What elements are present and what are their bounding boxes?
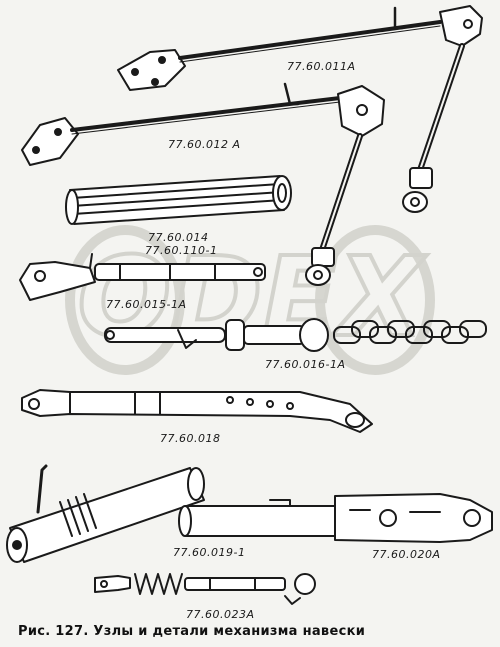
part-link-015-1a — [19, 253, 266, 301]
label-part-016-1a: 77.60.016-1А — [265, 358, 346, 371]
label-part-014: 77.60.014 — [148, 231, 209, 244]
figure-caption: Рис. 127. Узлы и детали механизма навеск… — [18, 624, 366, 639]
label-part-019-1: 77.60.019-1 — [173, 546, 246, 559]
part-brace-012a — [21, 82, 385, 286]
part-splined-shaft-014 — [65, 175, 292, 225]
watermark-ring-left — [65, 225, 185, 375]
part-spring-link-023a — [94, 573, 316, 605]
label-part-023a: 77.60.023А — [186, 608, 255, 621]
part-housing-020a — [178, 493, 493, 543]
part-brace-011a — [117, 5, 483, 213]
label-part-015-1a: 77.60.015-1А — [106, 298, 187, 311]
part-chain-016-1a — [104, 318, 487, 352]
label-part-018: 77.60.018 — [160, 432, 221, 445]
label-part-011a: 77.60.011А — [287, 60, 356, 73]
part-lower-link-018 — [21, 389, 373, 433]
watermark-ring-right — [315, 225, 435, 375]
label-part-020a: 77.60.020А — [372, 548, 441, 561]
label-part-110-1: 77.60.110-1 — [145, 244, 218, 257]
part-screw-019-1 — [6, 464, 205, 563]
label-part-012a: 77.60.012 А — [168, 138, 241, 151]
